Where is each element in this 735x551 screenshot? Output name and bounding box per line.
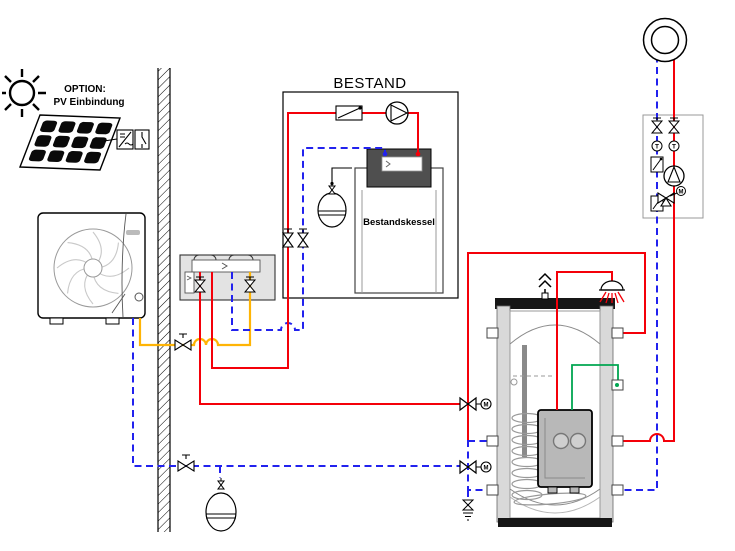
svg-text:T: T [655,144,659,151]
boiler-flow-port [415,151,421,157]
module-valve-icons [193,276,257,293]
panel-shutoff-valves [650,117,681,134]
shower-spray [599,291,625,304]
motor-label: M [484,403,489,409]
option-label-line2: PV Einbindung [53,97,124,108]
wall-valve-icons [174,333,195,472]
fan-icon [53,228,133,308]
module-display [191,259,261,273]
shower-icon [599,280,625,291]
existing-boiler [354,148,444,294]
heating-circuit-symbol [642,17,688,63]
circuit-pump-icon [663,165,685,187]
pipes-return-blue [132,58,658,512]
sun-icon [2,69,46,117]
svg-text:T: T [672,144,676,151]
motor-valve-icon: M [459,396,492,412]
pv-switch-icon [134,129,150,150]
brand-logo [126,230,140,235]
pv-panel [20,115,120,170]
sensor-end-dot [615,383,619,387]
hydraulic-module [179,254,276,301]
bestand-box [282,91,459,299]
mixing-valve-icon: M [657,186,686,207]
pipes-pv-yellow [138,272,252,347]
sensor-well [522,345,527,457]
boiler-display [381,156,423,172]
check-valve-icon [335,105,363,121]
panel-check-valves [650,156,664,212]
option-label-line1: OPTION: [64,84,106,95]
boiler-return-port [382,151,388,157]
boiler-label: Bestandskessel [363,217,435,228]
motor-label: M [679,190,684,196]
thermometer-icon: T T [651,140,680,152]
pipes-flow-red [199,58,675,442]
motor-valve-icon: M [459,459,492,475]
heat-pump-unit [37,212,146,325]
freshwater-module [537,409,593,494]
drain-valve-icon [461,499,475,521]
air-vent-icon [538,272,552,300]
motor-label: M [484,466,489,472]
pv-inverter-icon [103,129,134,150]
building-wall [157,68,171,532]
buffer-tank [495,298,615,527]
expansion-vessel-icon [317,167,352,228]
tank-top-band [495,298,615,309]
shutoff-valve-icon [281,228,310,248]
tank-bottom-band [498,518,612,527]
expansion-vessel-icon [205,478,237,532]
cover-seam [121,213,127,318]
bestand-title: BESTAND [333,75,406,92]
boiler-pump-icon [385,101,409,125]
